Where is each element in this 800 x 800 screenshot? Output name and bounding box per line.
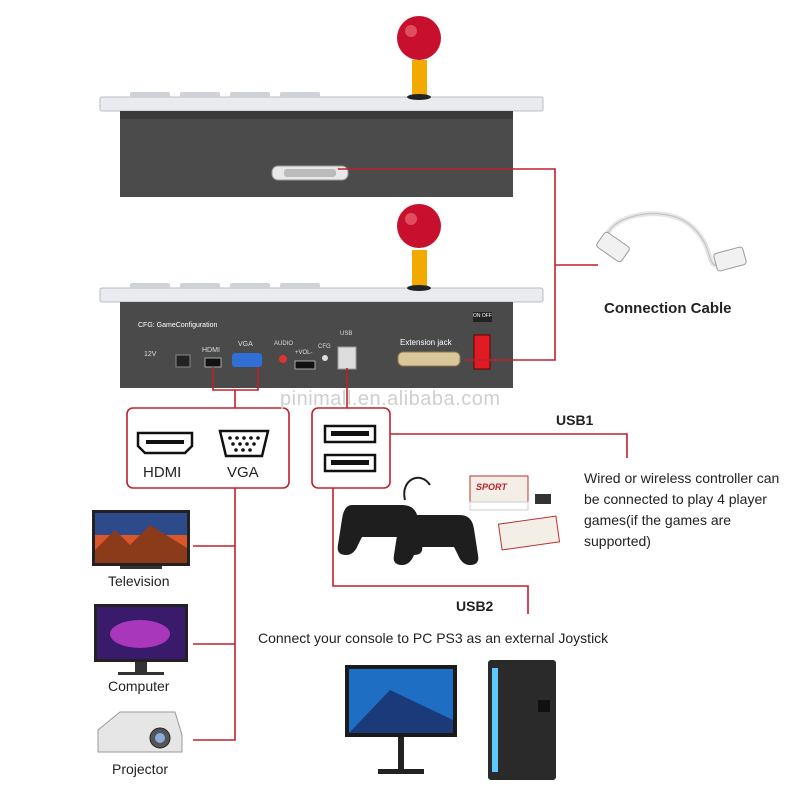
audio-port-label: AUDIO [274, 341, 294, 347]
usb1-title: USB1 [556, 412, 594, 428]
wireless-controller-box [469, 475, 561, 551]
console-back [99, 204, 544, 388]
vga-label: VGA [227, 464, 259, 481]
power-switch-label: ON OFF [473, 313, 492, 319]
computer-icon [94, 604, 188, 675]
power-port-label: 12V [144, 351, 157, 358]
connection-cable-icon [596, 211, 747, 272]
hdmi-label: HDMI [143, 464, 182, 481]
projector-icon [97, 711, 183, 753]
volume-label: +VOL- [295, 350, 313, 356]
connection-lines [126, 168, 628, 741]
watermark: pinimall.en.alibaba.com [280, 388, 501, 410]
connection-cable-label: Connection Cable [604, 300, 732, 317]
vga-port-label: VGA [238, 341, 253, 348]
pc-monitor-icon [345, 665, 457, 774]
wireless-box-text: SPORT [476, 482, 507, 492]
vga-port-icon [218, 429, 270, 458]
usb-port-label: USB [340, 331, 353, 337]
cfg-port-label: CFG [318, 344, 331, 350]
usb2-title: USB2 [456, 598, 494, 614]
console-panel-label: CFG: GameConfiguration [138, 322, 218, 329]
usb1-description: Wired or wireless controller can be conn… [584, 470, 780, 549]
television-icon [92, 510, 190, 569]
computer-label: Computer [108, 678, 170, 694]
joystick-ball [397, 16, 441, 60]
hdmi-port-icon [136, 431, 194, 455]
hdmi-port-label: HDMI [202, 347, 220, 354]
usb-port-icon [323, 424, 377, 473]
usb2-description: Connect your console to PC PS3 as an ext… [258, 630, 609, 646]
joystick-shaft [412, 60, 427, 97]
extension-jack-label: Extension jack [400, 338, 452, 347]
pc-tower-icon [488, 660, 556, 780]
projector-label: Projector [112, 761, 169, 777]
gamepad-icon [337, 476, 479, 565]
console-top [99, 16, 544, 197]
television-label: Television [108, 573, 170, 589]
